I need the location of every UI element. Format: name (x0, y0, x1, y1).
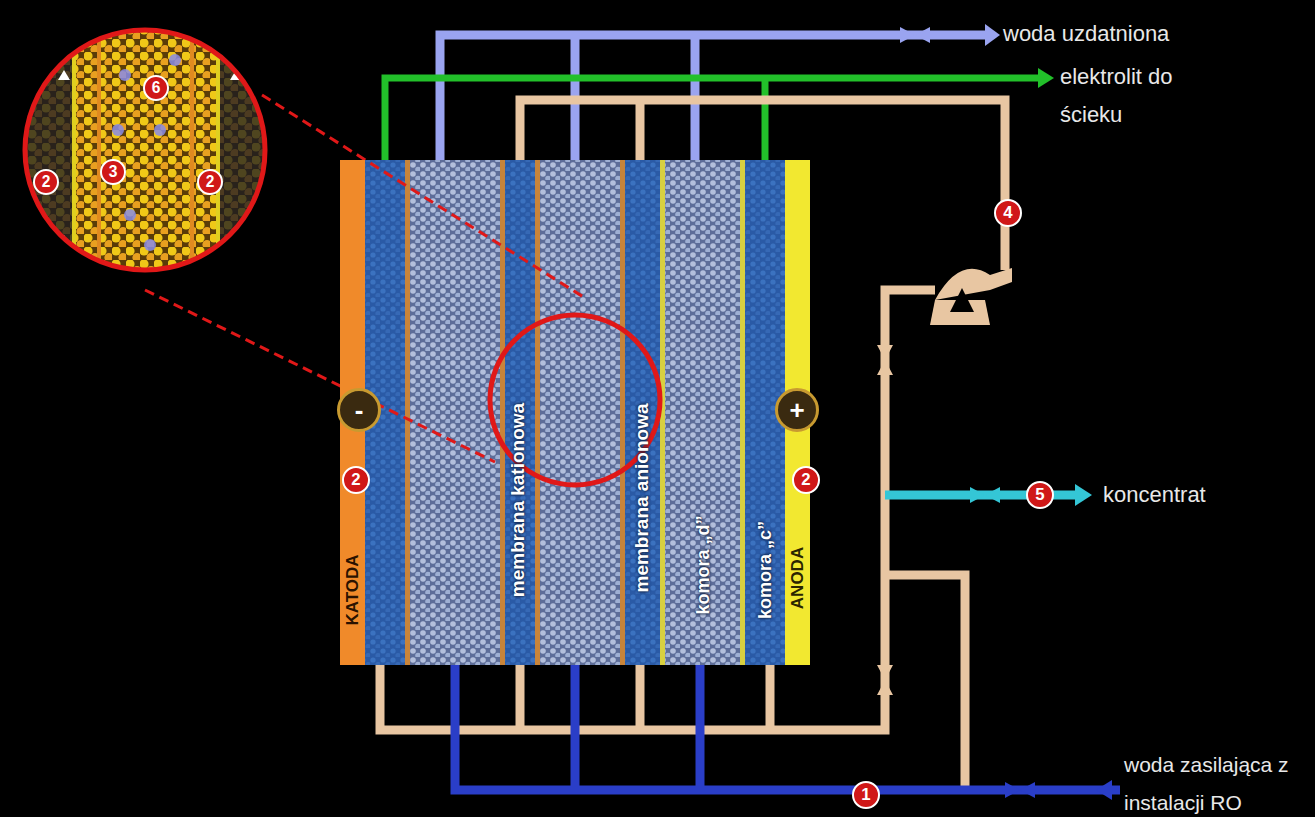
valve (985, 487, 1000, 503)
arrow-head (1075, 484, 1092, 506)
membrane-line (535, 160, 540, 665)
electrode-terminal: - (337, 388, 381, 432)
edi-stack (625, 160, 660, 665)
valve (877, 27, 1035, 798)
inset-view (20, 25, 270, 275)
concentrate-pipe (766, 665, 775, 730)
concentrate-pipe (516, 665, 525, 730)
inset-view (230, 235, 242, 245)
arrow-head (985, 24, 1000, 46)
electrode-terminal: + (775, 388, 819, 432)
magnifier (145, 290, 495, 462)
inset-view (112, 124, 124, 136)
pump (950, 288, 974, 312)
arrow-head (1096, 780, 1112, 800)
vertical-label: komora „d” (692, 515, 713, 614)
feed-pipe (571, 665, 580, 790)
valve (900, 27, 915, 43)
membrane-label: membrana kationowa (507, 403, 529, 597)
pump (930, 268, 1012, 325)
inset-view (216, 25, 220, 275)
inset-view (144, 239, 156, 251)
outlet-label: koncentrat (1103, 482, 1206, 508)
arrow-head (1038, 68, 1054, 88)
callout-number: 6 (143, 75, 169, 101)
concentrate-pipe (885, 575, 965, 790)
pump (935, 268, 1012, 300)
inset-view (72, 25, 76, 275)
inset-view (119, 69, 131, 81)
callout-number: 4 (994, 199, 1022, 227)
membrane-line (500, 160, 505, 665)
chamber-d: komora „d” (665, 160, 740, 665)
callout-number: 2 (197, 169, 223, 195)
vertical-label: ANODA (788, 547, 808, 609)
valve (1005, 782, 1020, 798)
electrolyte-pipe (385, 78, 1040, 160)
valve (877, 345, 893, 360)
callout-number: 2 (792, 466, 820, 494)
callout-number: 1 (852, 781, 880, 809)
membrane-line (405, 160, 745, 665)
magnifier (262, 95, 585, 298)
callout-number: 2 (342, 466, 370, 494)
callout-number: 5 (1026, 481, 1054, 509)
valve (1020, 782, 1035, 798)
membrane-label: membrana anionowa (631, 404, 653, 593)
edi-stack (365, 160, 785, 665)
concentrate-pipe (636, 100, 645, 160)
valve (970, 487, 985, 503)
inset-view (190, 25, 194, 275)
callout-number: 3 (100, 159, 126, 185)
outlet-label: elektrolit do ścieku (1060, 58, 1185, 134)
inset-view (58, 70, 70, 80)
inset-view (154, 124, 166, 136)
concentrate-pipe (380, 100, 1005, 790)
inset-view (20, 25, 270, 275)
callout-number: 2 (33, 169, 59, 195)
electrolyte-pipe (385, 78, 1040, 160)
feed-pipe (696, 665, 705, 790)
valve (877, 665, 893, 680)
membrane-line (405, 160, 410, 665)
inset-view (112, 54, 181, 251)
concentrate-pipe (636, 665, 645, 730)
valve (915, 27, 930, 43)
feed-pipe (455, 665, 1120, 790)
inset-view (124, 209, 136, 221)
terminal-sign: + (789, 397, 804, 423)
outlet-label: woda uzdatniona (1003, 21, 1169, 47)
edi-stack (505, 160, 535, 665)
terminal-sign: - (355, 397, 364, 423)
edi-stack (540, 160, 620, 665)
inset-view (25, 30, 265, 270)
valve (877, 680, 893, 695)
electrolyte-pipe (762, 78, 769, 160)
membrane-line (740, 160, 745, 665)
vertical-label: KATODA (343, 554, 363, 625)
inset-view (169, 54, 181, 66)
vertical-label: komora „c” (755, 521, 776, 619)
inset-view (58, 70, 242, 245)
membrane-line (620, 160, 625, 665)
inset-view (20, 25, 270, 275)
valve (877, 360, 893, 375)
pipes (372, 24, 1120, 800)
feed-pipe (455, 665, 1120, 790)
edi-stack (665, 160, 740, 665)
inlet-label: woda zasilająca z instalacji RO (1124, 746, 1306, 817)
inset-view (97, 25, 101, 275)
